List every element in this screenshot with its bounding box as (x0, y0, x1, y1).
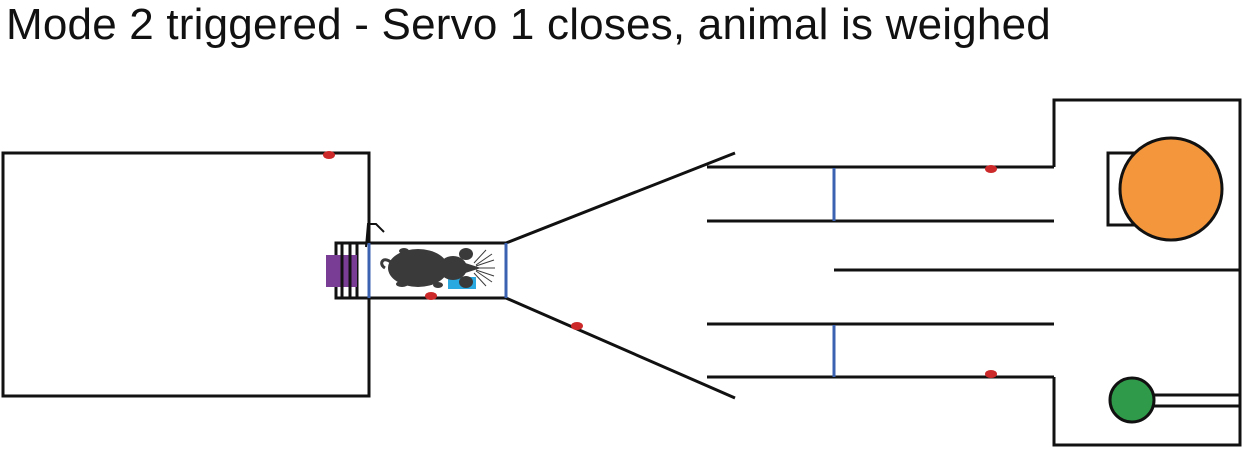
servo-cable (365, 223, 385, 248)
reward-chamber (1052, 98, 1242, 447)
sensor-home-cage (323, 151, 335, 159)
mouse-icon (380, 248, 495, 288)
diagram-title: Mode 2 triggered - Servo 1 closes, anima… (6, 0, 1051, 49)
funnel-upper-wall (505, 151, 736, 245)
funnel-lower-wall (505, 296, 736, 400)
home-cage (1, 151, 371, 398)
sensor-tube (425, 292, 437, 300)
sensor-funnel (571, 322, 583, 330)
feeder (1118, 136, 1224, 242)
water-bottle (1108, 376, 1156, 424)
sensor-upper-corridor (985, 165, 997, 173)
sensor-lower-corridor (985, 370, 997, 378)
